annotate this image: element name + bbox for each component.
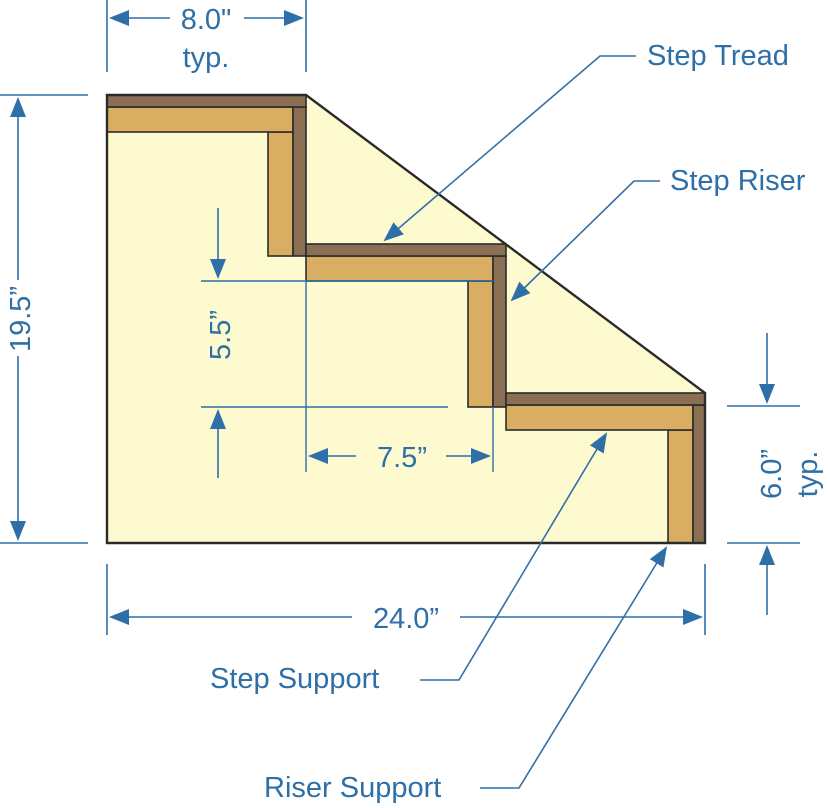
side-panel	[107, 95, 705, 543]
step-support-3	[505, 404, 694, 431]
callout-riser-support-label: Riser Support	[264, 772, 441, 804]
step-support-2	[305, 255, 494, 282]
riser-support-1	[267, 131, 294, 257]
callout-riser-support-leader	[480, 546, 668, 789]
callout-step-tread-leader	[383, 55, 636, 242]
dim-riser-height-note: typ.	[792, 451, 824, 498]
dim-step-height-label: 5.5”	[205, 310, 237, 360]
callout-step-support-leader	[420, 432, 608, 681]
riser-support-3	[667, 429, 694, 544]
dim-riser-height-label: 6.0”	[756, 449, 788, 499]
step-riser-3	[692, 404, 706, 544]
dim-top-width-note: typ.	[183, 42, 230, 74]
step-riser-1	[292, 106, 307, 257]
dim-total-height-label: 19.5”	[5, 286, 37, 352]
step-support-1	[106, 106, 294, 133]
step-tread-1	[106, 94, 307, 108]
callout-step-riser-label: Step Riser	[670, 165, 806, 197]
dim-top-width-label: 8.0"	[181, 4, 232, 36]
step-tread-2	[305, 243, 507, 257]
dim-total-width-label: 24.0”	[373, 603, 439, 635]
dim-step-depth-label: 7.5”	[377, 442, 427, 474]
riser-support-2	[467, 280, 494, 408]
callout-step-support-label: Step Support	[210, 663, 379, 695]
callout-step-tread-label: Step Tread	[647, 40, 789, 72]
side-panel-outline	[105, 93, 707, 545]
callout-step-riser-leader	[510, 180, 660, 302]
step-tread-3	[505, 392, 706, 406]
step-riser-2	[492, 255, 507, 408]
